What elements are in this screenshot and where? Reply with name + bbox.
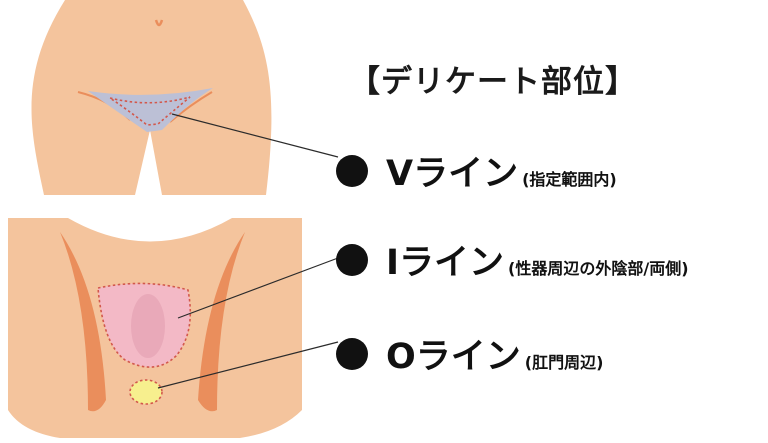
- front-torso: [31, 0, 272, 195]
- o-line-zone: [130, 380, 162, 404]
- i-line-note: (性器周辺の外陰部/両側): [508, 259, 689, 278]
- i-line-zone-outline: [97, 282, 192, 368]
- v-line-leader: [171, 113, 339, 158]
- i-line-leader: [177, 257, 339, 319]
- i-line-inner-detail: [131, 294, 165, 358]
- i-line-name: Iライン: [386, 243, 505, 283]
- v-line-label: Vライン (指定範囲内): [336, 145, 617, 196]
- page-title: 【デリケート部位】: [349, 64, 637, 100]
- o-line-label: Oライン (肛門周辺): [336, 328, 603, 379]
- hip-crease-right: [169, 91, 213, 123]
- o-line-name: Oライン: [386, 337, 521, 377]
- o-line-note: (肛門周辺): [524, 353, 604, 372]
- bullet-icon: [336, 337, 368, 370]
- navel: [154, 19, 164, 27]
- o-line-leader: [157, 341, 339, 389]
- rear-view: [8, 218, 302, 438]
- i-line-label: Iライン (性器周辺の外陰部/両側): [336, 234, 689, 285]
- o-line-zone-outline: [129, 379, 163, 405]
- left-inner-thigh-shadow: [60, 232, 106, 412]
- right-inner-thigh-shadow: [198, 232, 245, 412]
- v-line-name: Vライン: [386, 154, 519, 194]
- v-line-zone-outline: [109, 96, 191, 126]
- v-line-note: (指定範囲内): [522, 170, 617, 189]
- bullet-icon: [336, 154, 368, 187]
- bullet-icon: [336, 243, 368, 276]
